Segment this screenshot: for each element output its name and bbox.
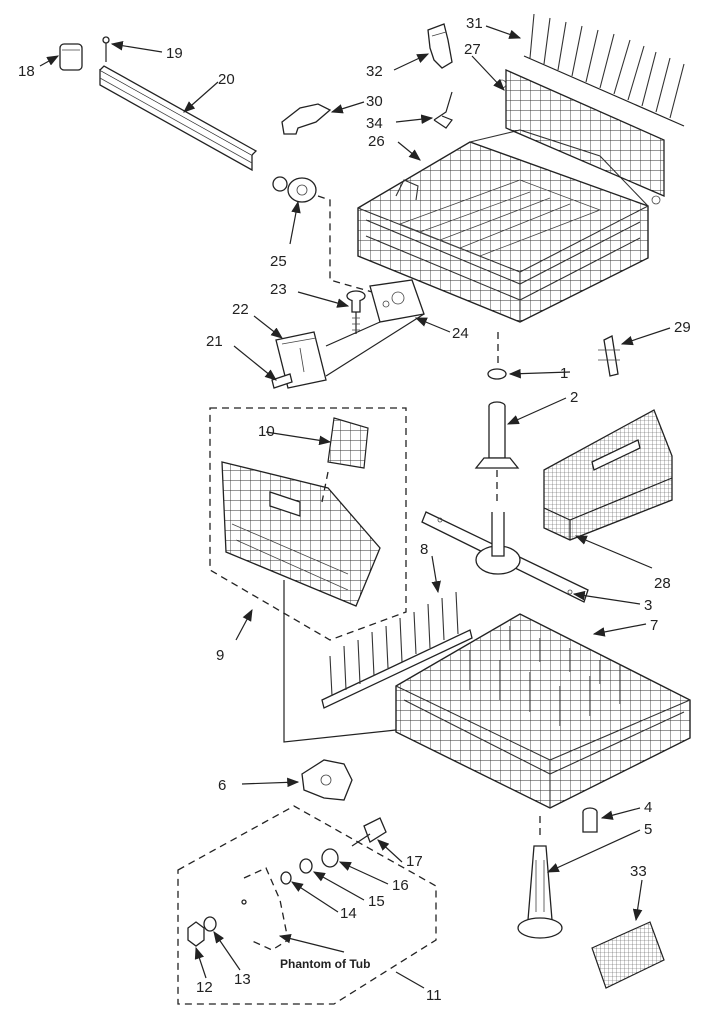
part-15-washer <box>299 858 313 874</box>
part-14-washer <box>280 871 292 885</box>
phantom-of-tub-outline <box>243 867 289 951</box>
callout-10: 10 <box>258 423 275 440</box>
part-17-valve <box>351 817 387 847</box>
callout-11: 11 <box>426 987 442 1004</box>
part-32-clip <box>427 23 453 69</box>
part-2-tube <box>474 401 520 469</box>
callout-29: 29 <box>674 319 691 336</box>
callout-19: 19 <box>166 45 183 62</box>
callout-13: 13 <box>234 971 251 988</box>
callout-25: 25 <box>270 253 287 270</box>
part-8-tine-row <box>321 591 473 709</box>
callout-23: 23 <box>270 281 287 298</box>
callout-33: 33 <box>630 863 647 880</box>
guide-line-10 <box>321 471 329 503</box>
part-13-washer <box>203 916 217 932</box>
callout-5: 5 <box>644 821 652 838</box>
mount-hole <box>241 899 247 905</box>
callout-22: 22 <box>232 301 249 318</box>
part-33-basket <box>591 921 665 989</box>
part-6-cam <box>301 759 353 801</box>
part-29-clip <box>598 335 620 377</box>
link-line-24-22a <box>325 321 381 347</box>
callout-8: 8 <box>420 541 428 558</box>
part-34-spring <box>433 91 453 129</box>
callout-26: 26 <box>368 133 385 150</box>
part-5-spray-tower <box>517 816 563 939</box>
callout-15: 15 <box>368 893 385 910</box>
callout-32: 32 <box>366 63 383 80</box>
part-23-stud <box>346 290 366 334</box>
callout-20: 20 <box>218 71 235 88</box>
callout-30: 30 <box>366 93 383 110</box>
callout-leaders <box>39 25 671 989</box>
part-3-spray-arm <box>421 511 589 603</box>
part-9-cutlery-insert <box>221 461 381 607</box>
callout-3: 3 <box>644 597 652 614</box>
part-30-clip <box>281 103 332 135</box>
callout-27: 27 <box>464 41 481 58</box>
callout-9: 9 <box>216 647 224 664</box>
guide-line-9-to-7 <box>283 580 397 743</box>
callout-16: 16 <box>392 877 409 894</box>
part-18-end-cap <box>59 43 83 71</box>
callout-14: 14 <box>340 905 357 922</box>
callout-28: 28 <box>654 575 671 592</box>
part-7-lower-rack <box>395 613 691 809</box>
link-line-24-22b <box>325 313 425 377</box>
callout-24: 24 <box>452 325 469 342</box>
callout-21: 21 <box>206 333 223 350</box>
callout-7: 7 <box>650 617 658 634</box>
callout-6: 6 <box>218 777 226 794</box>
callout-34: 34 <box>366 115 383 132</box>
phantom-of-tub-caption: Phantom of Tub <box>280 957 370 971</box>
callout-31: 31 <box>466 15 483 32</box>
callout-18: 18 <box>18 63 35 80</box>
part-31-tines <box>523 13 685 127</box>
callout-4: 4 <box>644 799 652 816</box>
callout-2: 2 <box>570 389 578 406</box>
callout-17: 17 <box>406 853 423 870</box>
part-10-divider <box>327 417 369 469</box>
callout-12: 12 <box>196 979 213 996</box>
part-11-assembly-box <box>177 805 437 1005</box>
part-19-screw <box>102 36 110 62</box>
part-16-nut <box>321 848 339 868</box>
part-20-rail <box>99 65 258 172</box>
part-4-wheel <box>582 807 598 833</box>
part-25-wheel <box>272 176 317 203</box>
part-21-screw <box>271 373 293 389</box>
guide-line-wheel <box>317 195 373 293</box>
part-12-nut <box>187 921 205 947</box>
part-1-washer <box>487 368 507 380</box>
part-28-basket <box>543 409 673 541</box>
part-24-bracket <box>369 279 425 323</box>
callout-1: 1 <box>560 365 568 382</box>
